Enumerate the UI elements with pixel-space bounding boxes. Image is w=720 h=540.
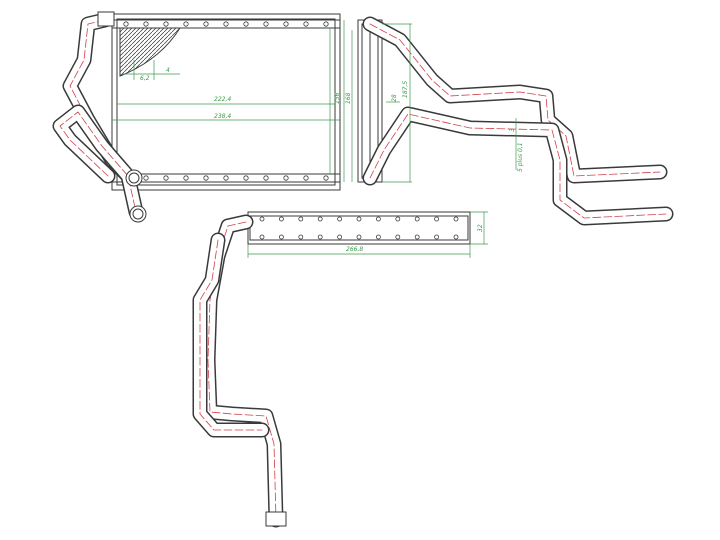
dim-core-inner-width: 222,4 bbox=[214, 96, 231, 103]
dim-side-depth-1: 28 bbox=[391, 94, 398, 102]
tank-stud bbox=[298, 234, 304, 240]
tank-stud bbox=[223, 21, 229, 27]
tank-stud bbox=[259, 216, 265, 222]
tank-stud bbox=[143, 21, 149, 27]
tank-stud bbox=[298, 216, 304, 222]
tank-stud bbox=[337, 234, 343, 240]
tank-stud bbox=[375, 216, 381, 222]
tank-stud bbox=[453, 234, 459, 240]
tank-stud bbox=[356, 234, 362, 240]
tank-stud bbox=[163, 21, 169, 27]
avito-watermark: Avito bbox=[615, 501, 710, 532]
tank-stud bbox=[395, 216, 401, 222]
tank-stud bbox=[434, 234, 440, 240]
tank-stud bbox=[183, 175, 189, 181]
dim-side-depth-2: 187,5 bbox=[402, 81, 409, 98]
tank-stud bbox=[223, 175, 229, 181]
tank-stud bbox=[243, 21, 249, 27]
tank-stud bbox=[203, 175, 209, 181]
avito-logo-icon bbox=[615, 503, 642, 530]
pipe-right-side bbox=[362, 16, 674, 226]
tank-stud bbox=[434, 216, 440, 222]
tank-stud bbox=[395, 234, 401, 240]
tank-stud bbox=[303, 21, 309, 27]
avito-brand-text: Avito bbox=[645, 501, 710, 531]
tank-stud bbox=[278, 216, 284, 222]
dim-pipe-angle: 5 plus 0,1 bbox=[517, 142, 524, 172]
tank-stud bbox=[453, 216, 459, 222]
tank-stud bbox=[323, 175, 329, 181]
tank-stud bbox=[263, 21, 269, 27]
tank-stud bbox=[163, 175, 169, 181]
dim-core-height-2: 168 bbox=[345, 92, 352, 104]
top-tank-studs bbox=[123, 21, 329, 27]
tank-stud bbox=[263, 175, 269, 181]
tank-stud bbox=[414, 234, 420, 240]
tank-stud bbox=[143, 175, 149, 181]
tank-stud bbox=[317, 216, 323, 222]
pipe-bottom bbox=[192, 214, 287, 528]
dimension-lines bbox=[112, 20, 517, 258]
dim-tank-height: 32 bbox=[477, 224, 484, 232]
dim-pipe-note: 3 bbox=[509, 128, 516, 132]
dim-core-top-2: 4 bbox=[166, 67, 170, 74]
tank-stud bbox=[203, 21, 209, 27]
tank-studs bbox=[259, 216, 459, 240]
tank-stud bbox=[183, 21, 189, 27]
tank-stud bbox=[337, 216, 343, 222]
tank-stud bbox=[278, 234, 284, 240]
tank-stud bbox=[243, 175, 249, 181]
dimension-labels: 6,2 4 222,4 238,4 156 168 28 187,5 3 5 p… bbox=[140, 67, 524, 253]
dim-tank-length: 266,8 bbox=[346, 246, 363, 253]
dim-core-height-1: 156 bbox=[334, 92, 341, 104]
tank-stud bbox=[323, 21, 329, 27]
tank-stud bbox=[356, 216, 362, 222]
pipe-flanges bbox=[97, 11, 147, 223]
dim-core-top-1: 6,2 bbox=[140, 75, 150, 82]
tank-stud bbox=[414, 216, 420, 222]
dim-core-outer-width: 238,4 bbox=[214, 113, 231, 120]
tank-stud bbox=[375, 234, 381, 240]
tank-stud bbox=[123, 21, 129, 27]
tank-stud bbox=[317, 234, 323, 240]
core-front-view bbox=[111, 13, 341, 191]
tank-stud bbox=[283, 21, 289, 27]
tank-stud bbox=[303, 175, 309, 181]
tank-stud bbox=[259, 234, 265, 240]
tank-stud bbox=[283, 175, 289, 181]
